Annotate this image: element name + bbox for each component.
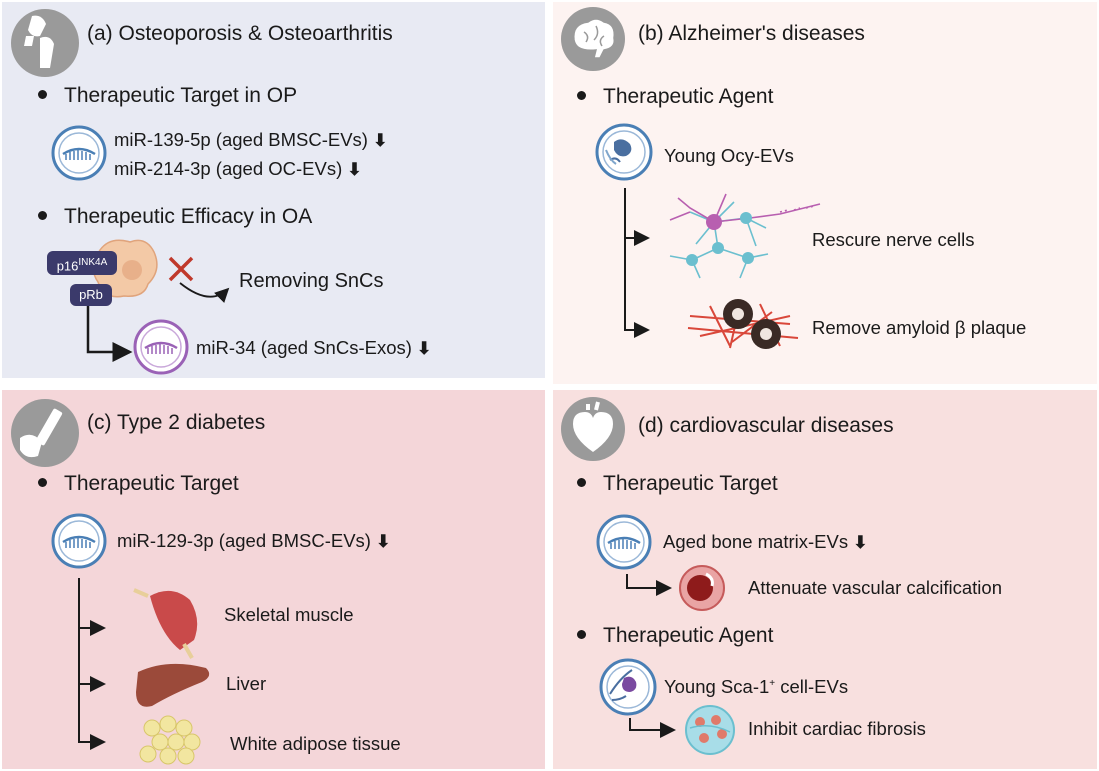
panel-alzheimers [553, 2, 1097, 384]
bullet-dot [577, 90, 586, 100]
sca1-rest-text: cell-EVs [775, 676, 849, 697]
panel-a-bullet-1: Therapeutic Target in OP [38, 84, 297, 108]
adipose-tissue-icon [139, 715, 201, 765]
removing-snc-label: Removing SnCs [239, 270, 384, 292]
joint-icon [11, 9, 79, 77]
remove-amyloid-label: Remove amyloid β plaque [812, 317, 1027, 338]
panel-type2-diabetes [2, 390, 545, 769]
p16-text: p16 [56, 258, 79, 274]
mir-214-label: miR-214-3p (aged OC-EVs) ⬇ [114, 158, 362, 180]
bullet-label: Therapeutic Efficacy in OA [64, 205, 313, 228]
sca1-superscript: + [769, 677, 776, 689]
mir-129-text: miR-129-3p (aged BMSC-EVs) [117, 530, 371, 551]
bullet-label: Therapeutic Agent [603, 85, 774, 108]
bullet-dot [577, 629, 586, 639]
bullet-label: Therapeutic Target in OP [64, 84, 298, 107]
down-arrow-icon: ⬇ [376, 532, 391, 551]
mir-34-text: miR-34 (aged SnCs-Exos) [196, 337, 412, 358]
panel-d-title: (d) cardiovascular diseases [638, 414, 894, 437]
panel-osteoporosis [2, 2, 545, 378]
panel-d-bullet-2: Therapeutic Agent [577, 624, 773, 648]
white-adipose-label: White adipose tissue [230, 733, 401, 754]
insulin-pen-icon [11, 399, 79, 467]
cross-mark-icon [168, 256, 194, 282]
mirna-vesicle-d-icon [596, 514, 652, 570]
bullet-label: Therapeutic Target [603, 472, 778, 495]
skeletal-muscle-icon [133, 588, 198, 659]
panel-c-bullet-1: Therapeutic Target [38, 472, 239, 496]
aged-bone-matrix-text: Aged bone matrix-EVs [663, 531, 849, 552]
panel-b-title: (b) Alzheimer's diseases [638, 22, 865, 45]
amyloid-plaque-icon [687, 299, 799, 349]
down-arrow-icon: ⬇ [347, 160, 362, 179]
panel-a-title: (a) Osteoporosis & Osteoarthritis [87, 22, 393, 45]
brain-icon [561, 7, 625, 71]
panel-c-title: (c) Type 2 diabetes [87, 411, 266, 434]
mir-139-label: miR-139-5p (aged BMSC-EVs) ⬇ [114, 129, 387, 151]
bullet-dot [38, 210, 47, 220]
arrow-removing [179, 282, 230, 303]
mir-129-label: miR-129-3p (aged BMSC-EVs) ⬇ [117, 530, 390, 552]
mirna-vesicle-purple-icon [133, 319, 189, 375]
skeletal-muscle-label: Skeletal muscle [224, 604, 354, 625]
bullet-dot [38, 477, 47, 487]
p16-badge: p16INK4A [47, 251, 117, 275]
down-arrow-icon: ⬇ [417, 339, 432, 358]
ev-vesicle-icon [595, 123, 653, 181]
mir-139-text: miR-139-5p (aged BMSC-EVs) [114, 129, 368, 150]
arrow-b-main [624, 188, 650, 338]
p16-superscript: INK4A [78, 257, 108, 268]
heart-icon [561, 397, 625, 461]
fibrotic-tissue-icon [685, 705, 735, 755]
cardiac-fibrosis-label: Inhibit cardiac fibrosis [748, 718, 926, 739]
mirna-vesicle-c-icon [51, 513, 107, 569]
arrow-mir34 [86, 300, 133, 362]
vascular-calcification-label: Attenuate vascular calcification [748, 577, 1002, 598]
arrow-d-calcification [626, 574, 672, 596]
bullet-dot [38, 89, 47, 99]
rescue-nerve-label: Rescure nerve cells [812, 229, 975, 250]
young-ocy-evs-label: Young Ocy-EVs [664, 145, 794, 166]
prb-badge: pRb [70, 284, 112, 306]
neuron-icon [669, 193, 821, 279]
bullet-label: Therapeutic Target [64, 472, 239, 495]
mir-214-text: miR-214-3p (aged OC-EVs) [114, 158, 343, 179]
arrow-c-main [78, 578, 106, 750]
liver-label: Liver [226, 673, 267, 694]
ev-vesicle-d-icon [599, 658, 657, 716]
mirna-vesicle-icon [51, 125, 107, 181]
sca1-text: Young Sca-1 [664, 676, 770, 697]
young-sca1-label: Young Sca-1+ cell-EVs [664, 676, 848, 698]
mir-34-label: miR-34 (aged SnCs-Exos) ⬇ [196, 337, 431, 359]
bullet-dot [577, 477, 586, 487]
liver-icon [136, 663, 210, 707]
panel-a-bullet-2: Therapeutic Efficacy in OA [38, 205, 312, 229]
bullet-label: Therapeutic Agent [603, 624, 774, 647]
down-arrow-icon: ⬇ [373, 131, 388, 150]
arrow-d-fibrosis [629, 718, 676, 738]
calcified-vessel-icon [679, 565, 725, 611]
panel-b-bullet-1: Therapeutic Agent [577, 85, 773, 109]
down-arrow-icon: ⬇ [853, 533, 868, 552]
aged-bone-matrix-label: Aged bone matrix-EVs ⬇ [663, 531, 867, 553]
panel-d-bullet-1: Therapeutic Target [577, 472, 778, 496]
